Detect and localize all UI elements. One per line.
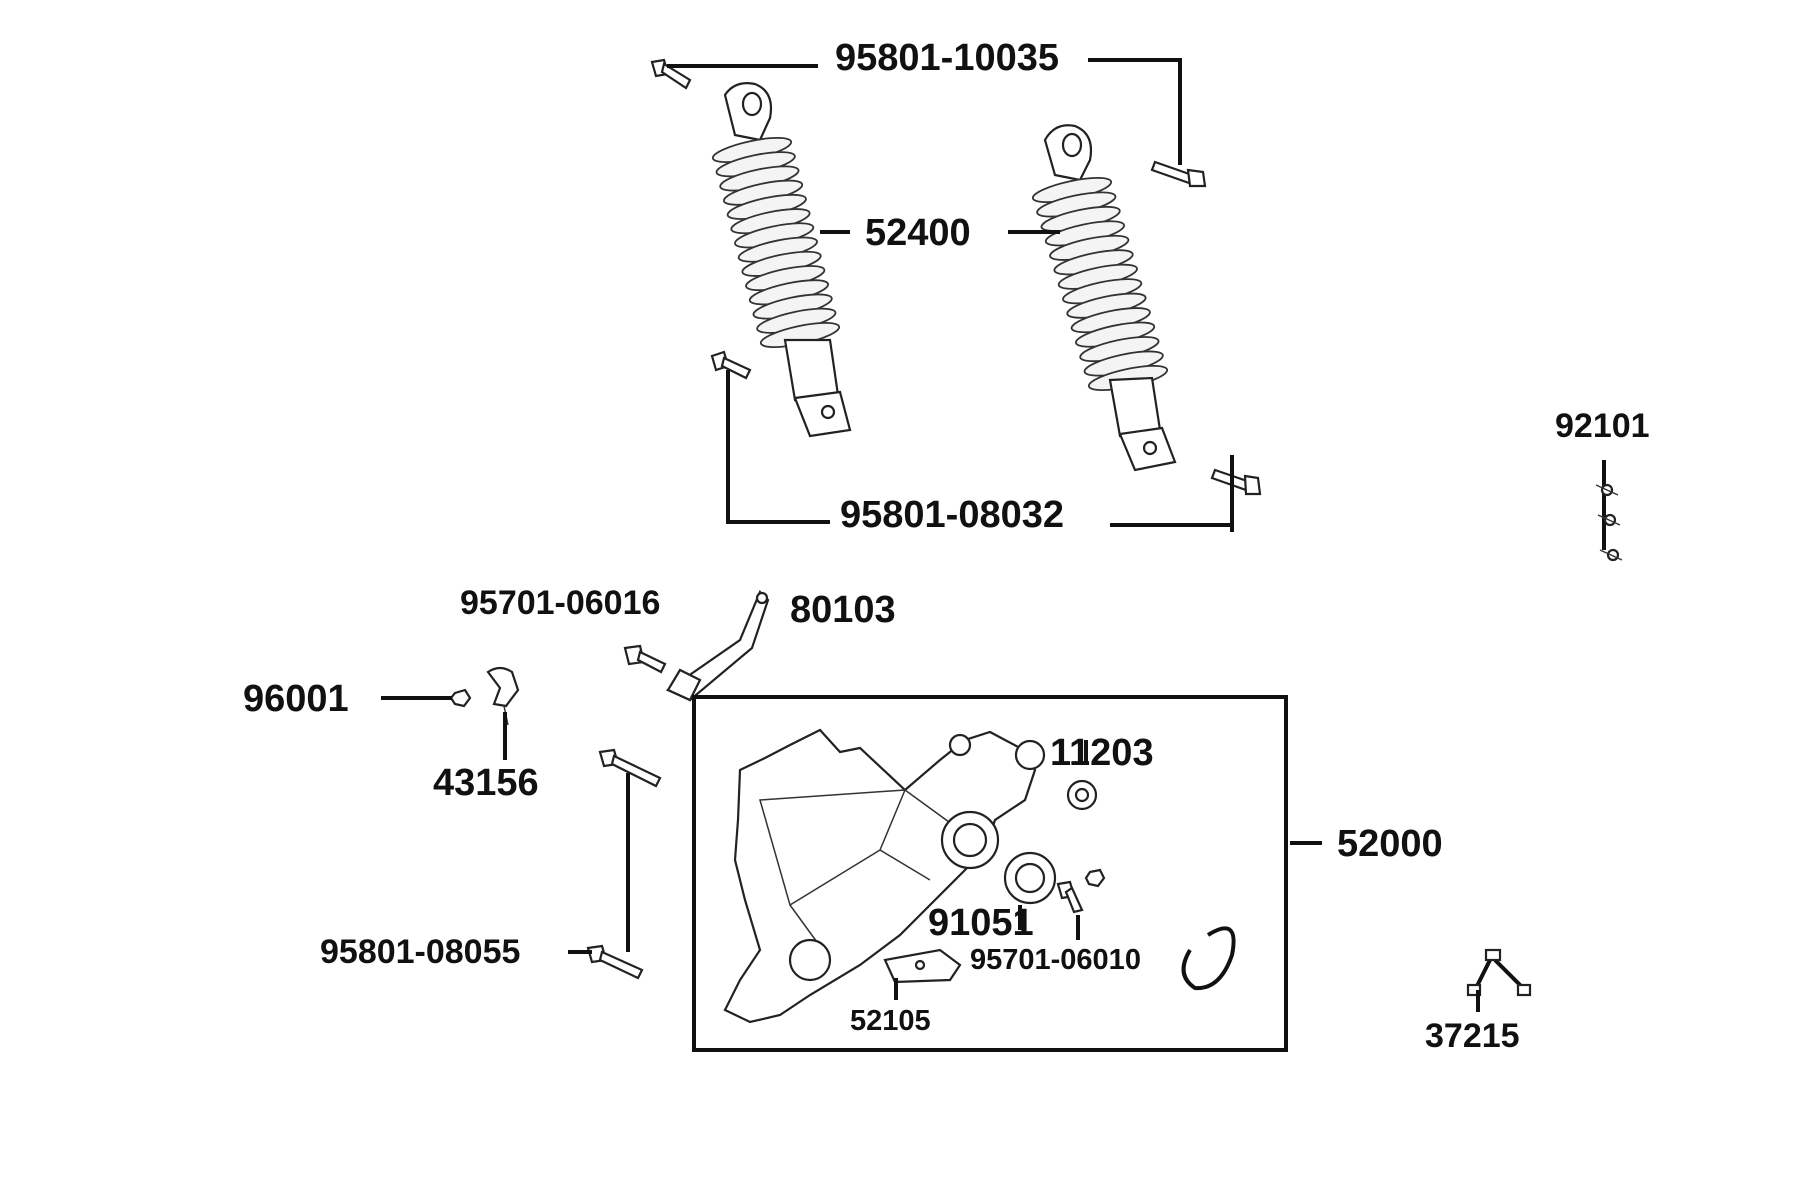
label-92101: 92101 [1555, 407, 1650, 445]
label-95801-08055: 95801-08055 [320, 933, 520, 971]
label-37215: 37215 [1425, 1017, 1520, 1055]
screw-95701-06010-part [1056, 868, 1106, 914]
upper-screw-left [650, 58, 692, 90]
clamp-92101-part [1595, 460, 1623, 562]
circlip-part [1181, 926, 1236, 991]
lower-screw-right [1210, 468, 1262, 496]
label-95801-10035: 95801-10035 [835, 37, 1059, 79]
left-shock-absorber [711, 82, 852, 438]
label-95701-06010: 95701-06010 [970, 944, 1141, 976]
leader-lines [381, 58, 1480, 1012]
label-11203: 11203 [1050, 732, 1154, 774]
label-52000: 52000 [1337, 823, 1443, 865]
upper-screw-right [1150, 160, 1207, 188]
right-shock-absorber [1031, 124, 1177, 472]
label-43156: 43156 [433, 762, 539, 804]
swing-arm-assembly-box [692, 695, 1288, 1052]
label-91051: 91051 [928, 902, 1034, 944]
label-96001: 96001 [243, 678, 349, 720]
lower-screw-left [710, 350, 752, 380]
label-52400: 52400 [865, 212, 971, 254]
bearing-91051-part [1003, 851, 1057, 905]
plate-52105-part [883, 948, 962, 984]
label-80103: 80103 [790, 589, 896, 631]
screw-95701-06016-part [623, 644, 667, 674]
collar-11203-part [1066, 779, 1098, 811]
harness-37215-part [1466, 948, 1532, 997]
nut-96001-part [449, 688, 472, 708]
screw-95801-08055-part [586, 748, 662, 980]
label-95801-08032: 95801-08032 [840, 494, 1064, 536]
swing-arm-part [723, 728, 1046, 1024]
label-52105: 52105 [850, 1005, 931, 1037]
bracket-80103-part [665, 590, 770, 702]
label-95701-06016: 95701-06016 [460, 584, 660, 622]
